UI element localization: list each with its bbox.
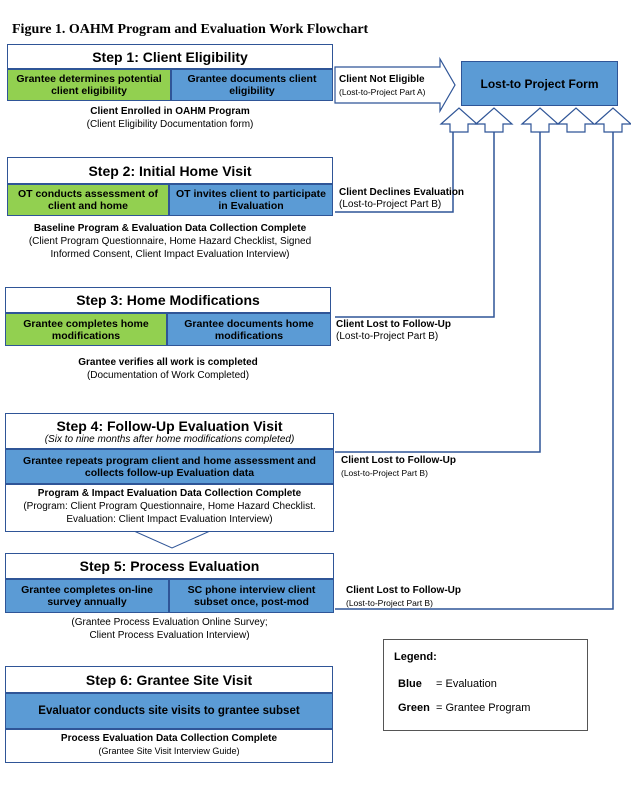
step3-right-box: Grantee documents home modifications [167,313,331,346]
step2-title: Step 2: Initial Home Visit [88,162,252,179]
step4-header: Step 4: Follow-Up Evaluation Visit (Six … [5,413,334,449]
step6-title: Step 6: Grantee Site Visit [85,671,253,688]
legend-blue-key: Blue [398,678,422,690]
line-step3-to-lost [335,122,495,318]
step6-note: Process Evaluation Data Collection Compl… [5,729,333,763]
arrow-step1-to-lost [334,56,456,114]
arrowhead-step2 [439,107,479,133]
step2-note-sub2: Informed Consent, Client Impact Evaluati… [50,249,290,260]
step4-side-label: Client Lost to Follow-Up (Lost-to-Projec… [341,455,456,480]
step1-side-label: Client Not Eligible (Lost-to-Project Par… [339,74,425,99]
arrowhead-step5-b [556,107,596,133]
step4-note-sub2: Evaluation: Client Impact Evaluation Int… [66,514,273,525]
step5-note-sub: (Grantee Process Evaluation Online Surve… [71,617,268,628]
line-step5-to-lost [335,122,614,610]
step5-side-sub: (Lost-to-Project Part B) [346,598,433,608]
lost-to-project-box: Lost-to Project Form [461,61,618,106]
legend-title: Legend: [394,651,437,663]
step4-title: Step 4: Follow-Up Evaluation Visit [56,417,283,434]
step1-note-main: Client Enrolled in OAHM Program [90,106,250,117]
step3-side-sub: (Lost-to-Project Part B) [336,331,439,342]
step2-note-main: Baseline Program & Evaluation Data Colle… [33,223,307,234]
step4-note-main: Program & Impact Evaluation Data Collect… [37,488,302,499]
step2-left-box: OT conducts assessment of client and hom… [7,184,169,216]
step4-subtitle: (Six to nine months after home modificat… [44,433,295,445]
step5-left-box: Grantee completes on-line survey annuall… [5,579,169,613]
step5-note: (Grantee Process Evaluation Online Surve… [5,616,334,642]
step3-side-label: Client Lost to Follow-Up (Lost-to-Projec… [336,319,451,343]
step1-side-sub: (Lost-to-Project Part A) [339,87,426,97]
step2-side-main: Client Declines Evaluation [339,187,465,198]
step4-side-sub: (Lost-to-Project Part B) [341,468,428,478]
figure-title: Figure 1. OAHM Program and Evaluation Wo… [12,22,369,37]
step4-full-box: Grantee repeats program client and home … [5,449,334,484]
legend-green-value: = Grantee Program [436,702,531,714]
step4-side-main: Client Lost to Follow-Up [341,455,456,466]
step6-note-main: Process Evaluation Data Collection Compl… [60,733,278,744]
step5-side-main: Client Lost to Follow-Up [346,585,461,596]
line-step2-to-lost [335,122,454,213]
step6-full-box: Evaluator conducts site visits to grante… [5,693,333,729]
step1-side-main: Client Not Eligible [339,74,425,85]
step6-note-sub: (Grantee Site Visit Interview Guide) [98,746,240,756]
legend-green-key: Green [398,702,430,714]
step3-note: Grantee verifies all work is completed (… [5,356,331,382]
step3-header: Step 3: Home Modifications [5,287,331,313]
step5-header: Step 5: Process Evaluation [5,553,334,579]
step3-left-box: Grantee completes home modifications [5,313,167,346]
step1-header: Step 1: Client Eligibility [7,44,333,69]
step2-header: Step 2: Initial Home Visit [7,157,333,184]
step2-side-sub: (Lost-to-Project Part B) [339,199,442,210]
step4-note-sub: (Program: Client Program Questionnaire, … [23,501,316,512]
step3-note-main: Grantee verifies all work is completed [78,357,258,368]
step2-right-box: OT invites client to participate in Eval… [169,184,333,216]
step5-side-label: Client Lost to Follow-Up (Lost-to-Projec… [346,585,461,610]
step5-title: Step 5: Process Evaluation [79,558,260,574]
step1-note: Client Enrolled in OAHM Program (Client … [7,105,333,131]
legend: Legend: Blue = Evaluation Green = Grante… [383,639,588,731]
arrowhead-step4 [520,107,560,133]
step6-header: Step 6: Grantee Site Visit [5,666,333,693]
down-arrow-step4-to-step5 [110,530,232,549]
step3-side-main: Client Lost to Follow-Up [336,319,451,330]
step4-note: Program & Impact Evaluation Data Collect… [5,484,334,532]
step2-side-label: Client Declines Evaluation (Lost-to-Proj… [339,187,464,211]
arrowhead-step3 [474,107,514,133]
legend-blue-value: = Evaluation [436,678,497,690]
step5-right-box: SC phone interview client subset once, p… [169,579,334,613]
step1-right-box: Grantee documents client eligibility [171,69,333,101]
step2-note: Baseline Program & Evaluation Data Colle… [7,222,333,261]
arrowhead-step5 [593,107,631,133]
step1-title: Step 1: Client Eligibility [92,48,248,65]
step5-note-sub2: Client Process Evaluation Interview) [89,630,250,641]
step1-left-box: Grantee determines potential client elig… [7,69,171,101]
step1-note-sub: (Client Eligibility Documentation form) [86,119,254,130]
step3-title: Step 3: Home Modifications [76,292,260,308]
line-step4-to-lost [335,122,541,453]
step3-note-sub: (Documentation of Work Completed) [86,370,250,381]
step2-note-sub: (Client Program Questionnaire, Home Haza… [28,236,312,247]
